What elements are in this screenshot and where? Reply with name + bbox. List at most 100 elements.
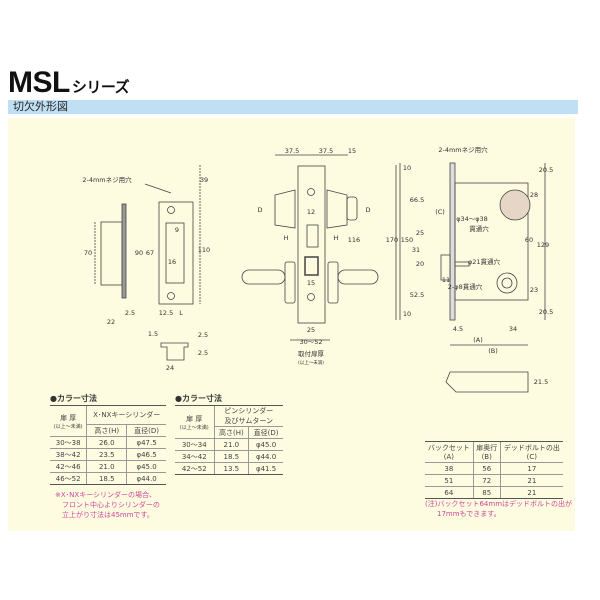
rosette <box>327 261 339 304</box>
cell: φ44.0 <box>248 450 283 463</box>
deadbolt <box>440 254 451 281</box>
header-line: デッドボルトの出 <box>503 444 560 452</box>
dim: 20.5 <box>539 308 553 316</box>
table2-caption: ●カラー寸法 <box>175 394 222 403</box>
cell: 38～42 <box>50 448 87 461</box>
header-line: 扉奥行 <box>476 444 498 452</box>
cell: φ45.0 <box>248 438 283 451</box>
cell: φ44.0 <box>126 472 166 485</box>
header: 扉奥行(B) <box>472 441 501 463</box>
latch-bolt <box>306 224 319 248</box>
dim: 129 <box>537 241 549 249</box>
strike-slot <box>165 222 185 284</box>
screw-hole <box>307 293 315 301</box>
header: バックセット(A) <box>425 441 474 463</box>
case-drawing <box>399 162 546 393</box>
dim: (C) <box>435 208 445 216</box>
case-bottom-view <box>445 371 529 393</box>
table1-caption: ●カラー寸法 <box>50 394 97 403</box>
note-line: ※X･NXキーシリンダーの場合、 <box>55 491 157 499</box>
cell: 18.5 <box>86 472 127 485</box>
cylinder-hole <box>499 189 531 221</box>
dim: 12 <box>307 208 315 216</box>
dim: (B) <box>488 347 498 355</box>
header-sub: (以上～未満) <box>53 423 83 430</box>
header: 扉 厚 <box>60 413 77 422</box>
dim: 2.5 <box>125 309 135 317</box>
dim: 25 <box>307 326 315 334</box>
hole-label: 2-φ8貫通穴 <box>448 282 483 291</box>
dim: 24 <box>166 364 174 372</box>
dim: 39 <box>200 176 208 184</box>
cell: 42～46 <box>50 460 87 473</box>
dim: D <box>365 206 370 214</box>
dim: D <box>257 206 262 214</box>
dim: (A) <box>473 336 483 344</box>
cell: 34～42 <box>175 450 214 463</box>
dim: 22 <box>107 318 115 326</box>
cell: 56 <box>472 462 501 475</box>
header-line: ピンシリンダー <box>224 407 274 415</box>
header-line: (C) <box>526 453 538 461</box>
header: X･NXキーシリンダー <box>86 405 166 425</box>
screw-hole <box>167 292 175 300</box>
table3-note: (注)バックセット64mmはデッドボルトの出が 17mmもできます。 <box>425 499 572 519</box>
cell: φ41.5 <box>248 462 283 475</box>
dim: 31 <box>412 246 420 254</box>
dim: 60 <box>525 236 533 244</box>
screw-hole <box>307 188 315 196</box>
dim: 20.5 <box>539 166 553 174</box>
header-line: (A) <box>443 453 454 461</box>
section-band: 切欠外形図 <box>8 100 578 114</box>
hole-label: 貫通穴 <box>469 224 489 233</box>
screw-label: 2-4mmネジ用穴 <box>438 145 488 154</box>
dim: 2.5 <box>198 331 208 339</box>
rosette <box>284 261 296 304</box>
cell: 17 <box>499 462 563 475</box>
cell: 23.5 <box>86 448 127 461</box>
cell: φ47.5 <box>126 436 166 449</box>
cell: 18.5 <box>213 450 249 463</box>
cell: 21.0 <box>213 438 249 451</box>
dim: 110 <box>198 246 210 254</box>
dim: 34 <box>509 325 517 333</box>
dim: 67 <box>146 249 154 257</box>
screw-label: 2-4mmネジ用穴 <box>82 175 132 184</box>
cell: 46～52 <box>50 472 87 485</box>
dead-bolt <box>304 256 319 276</box>
cell: 30～34 <box>175 438 214 451</box>
strike-plate <box>158 201 194 305</box>
screw-hole <box>167 206 175 214</box>
note-line: 17mmもできます。 <box>437 510 501 518</box>
header: 高さ(H) <box>213 426 249 439</box>
dim: 12.5 <box>159 309 173 317</box>
header: デッドボルトの出(C) <box>499 441 563 463</box>
table1-note: ※X･NXキーシリンダーの場合、 フロント中心よりシリンダーの 立上がり寸法は4… <box>55 490 160 520</box>
leader-line <box>144 183 172 194</box>
dim: 10 <box>403 310 411 318</box>
cell: 13.5 <box>213 462 249 475</box>
spindle-hub <box>501 277 513 289</box>
cell: φ45.0 <box>126 460 166 473</box>
series-name: MSL <box>8 66 70 99</box>
dim: H <box>334 234 339 242</box>
dim: 37.5 <box>285 147 299 155</box>
thumb-turn <box>346 196 358 221</box>
header-line: (B) <box>481 453 492 461</box>
note-line: フロント中心よりシリンダーの <box>62 501 160 509</box>
dim: 9 <box>175 226 179 234</box>
lock-case <box>454 182 529 301</box>
dim: 66.5 <box>410 196 424 204</box>
dim: 70 <box>84 249 92 257</box>
dim: 11 <box>442 276 450 284</box>
cell: 64 <box>425 486 474 499</box>
header: ピンシリンダー及びサムターン <box>213 405 283 427</box>
